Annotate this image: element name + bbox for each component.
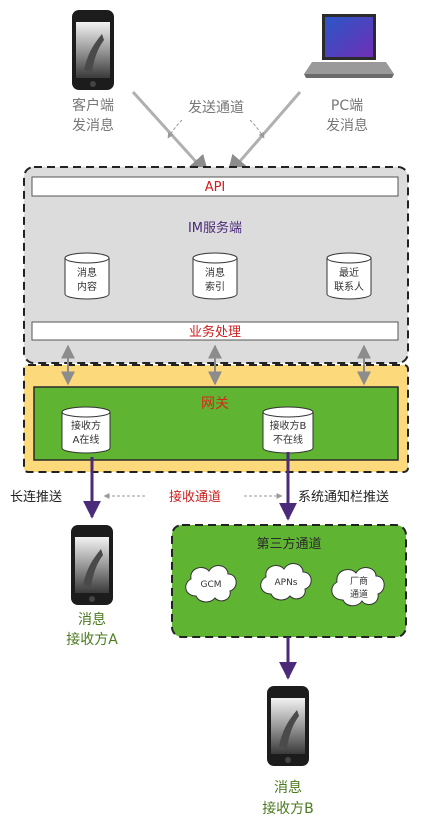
vendor-channel-cloud-icon: 厂商 通道 [331,567,385,607]
send-channel-dash-left [167,119,183,139]
business-bar [31,321,399,341]
store-recent-contacts-line2: 联系人 [334,281,364,293]
receiver-b-line1: 消息 [274,779,302,796]
receiver-a-online-line1: 接收方 [71,419,101,432]
receive-channel-label: 接收通道 [169,489,221,505]
store-message-content-line1: 消息 [77,266,97,279]
apns-cloud-icon: APNs [260,563,312,601]
receiver-a-phone-icon [71,525,113,605]
gcm-cloud-icon: GCM [185,565,237,603]
vendor-channel-label-line2: 通道 [350,588,368,600]
pc-laptop-icon [304,14,394,78]
system-push-label: 系统通知栏推送 [298,489,389,505]
api-bar [31,176,399,197]
send-channel-dash-right [249,119,265,139]
business-label: 业务处理 [189,324,241,340]
store-message-content: 消息 内容 [64,252,110,300]
third-party-title: 第三方通道 [256,536,321,552]
receiver-a-line1: 消息 [78,611,106,628]
long-connection-push-label: 长连推送 [10,489,62,505]
receiver-b-offline-line1: 接收方B [270,419,307,432]
store-message-index-line1: 消息 [205,266,225,279]
receiver-b-offline-line2: 不在线 [273,433,303,446]
pc-sender-line1: PC端 [331,98,363,114]
im-server-title: IM服务端 [188,220,242,236]
receiver-b-phone-icon [267,686,309,766]
vendor-channel-label-line1: 厂商 [350,575,368,587]
client-sender-line1: 客户端 [72,97,114,114]
apns-label: APNs [274,578,297,588]
receiver-a-online-store: 接收方 A在线 [61,406,111,454]
api-label: API [205,180,226,195]
store-message-content-line2: 内容 [77,280,97,293]
receiver-a-line2: 接收方A [66,631,118,648]
gateway-title: 网关 [201,396,229,412]
store-message-index-line2: 索引 [205,280,225,293]
gcm-label: GCM [200,580,221,590]
pc-sender-line2: 发消息 [326,117,368,134]
receiver-b-offline-store: 接收方B 不在线 [262,406,314,454]
store-recent-contacts-line1: 最近 [339,266,359,279]
client-sender-line2: 发消息 [72,117,114,134]
store-recent-contacts: 最近 联系人 [326,252,372,300]
store-message-index: 消息 索引 [192,252,238,300]
client-phone-icon [72,10,114,90]
receiver-b-line2: 接收方B [262,800,314,817]
send-channel-label: 发送通道 [188,100,244,116]
receiver-a-online-line2: A在线 [73,433,100,446]
